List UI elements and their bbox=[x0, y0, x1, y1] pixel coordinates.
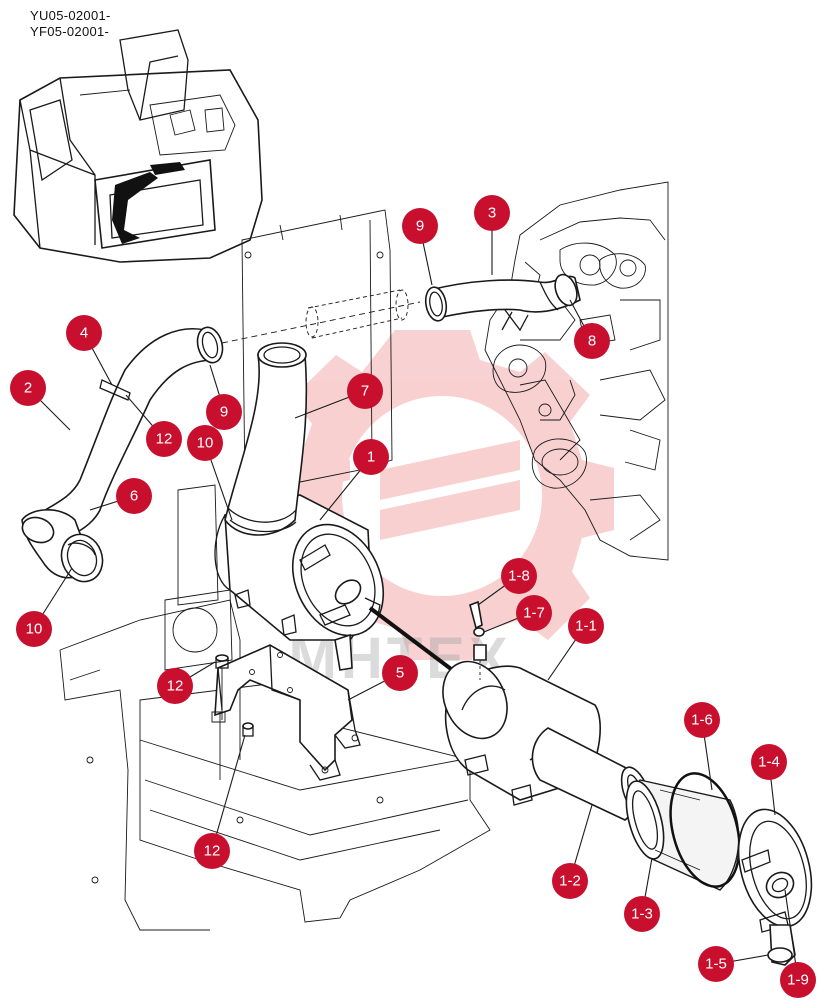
callout-12-bottom: 12 bbox=[194, 833, 230, 869]
callout-12-mid: 12 bbox=[157, 668, 193, 704]
svg-text:1-9: 1-9 bbox=[787, 972, 809, 989]
callout-10-bottom: 10 bbox=[16, 611, 52, 647]
callout-1-1: 1-1 bbox=[568, 608, 604, 644]
callout-3: 3 bbox=[474, 195, 510, 231]
svg-text:1-8: 1-8 bbox=[508, 568, 530, 585]
svg-text:12: 12 bbox=[167, 678, 184, 695]
bolt-12-lower bbox=[242, 722, 254, 737]
callout-5: 5 bbox=[382, 655, 418, 691]
explode-leader bbox=[368, 606, 457, 674]
intake-elbow bbox=[224, 342, 308, 536]
svg-text:10: 10 bbox=[197, 435, 214, 452]
svg-text:8: 8 bbox=[588, 333, 596, 350]
air-cleaner-assembly bbox=[214, 494, 385, 671]
svg-text:9: 9 bbox=[220, 404, 228, 421]
callout-9-mid: 9 bbox=[206, 394, 242, 430]
callout-10-top: 10 bbox=[187, 425, 223, 461]
svg-text:4: 4 bbox=[80, 325, 88, 342]
svg-text:10: 10 bbox=[26, 621, 43, 638]
svg-text:1-2: 1-2 bbox=[559, 873, 581, 890]
svg-text:1: 1 bbox=[367, 449, 375, 466]
callout-1-6: 1-6 bbox=[684, 702, 720, 738]
serial-number-1: YU05-02001- bbox=[30, 8, 111, 23]
callout-2: 2 bbox=[10, 370, 46, 406]
callout-1-4: 1-4 bbox=[751, 744, 787, 780]
intake-hose-left bbox=[21, 326, 224, 583]
svg-text:1-3: 1-3 bbox=[631, 906, 653, 923]
callout-6: 6 bbox=[116, 478, 152, 514]
svg-text:6: 6 bbox=[130, 488, 138, 505]
svg-text:1-1: 1-1 bbox=[575, 618, 597, 635]
svg-text:1-7: 1-7 bbox=[523, 605, 545, 622]
o-ring bbox=[669, 772, 741, 888]
air-cleaner-cover bbox=[737, 808, 813, 933]
svg-text:12: 12 bbox=[156, 431, 173, 448]
primary-element bbox=[625, 779, 740, 891]
svg-text:7: 7 bbox=[361, 383, 369, 400]
serial-number-2: YF05-02001- bbox=[30, 24, 110, 39]
callout-1-5: 1-5 bbox=[698, 946, 734, 982]
svg-text:9: 9 bbox=[416, 218, 424, 235]
svg-text:1-5: 1-5 bbox=[705, 956, 727, 973]
callout-4: 4 bbox=[66, 315, 102, 351]
frame-floor bbox=[59, 484, 491, 931]
callout-8: 8 bbox=[574, 323, 610, 359]
callout-1-7: 1-7 bbox=[516, 595, 552, 631]
excavator-overview bbox=[13, 29, 263, 263]
callout-12-top: 12 bbox=[146, 421, 182, 457]
callout-1-3: 1-3 bbox=[624, 896, 660, 932]
callout-1: 1 bbox=[353, 439, 389, 475]
intake-hose-engine bbox=[424, 273, 581, 332]
svg-text:12: 12 bbox=[204, 843, 221, 860]
svg-text:2: 2 bbox=[24, 380, 32, 397]
engine-assembly bbox=[484, 181, 669, 561]
callout-1-2: 1-2 bbox=[552, 863, 588, 899]
connector-pipe bbox=[221, 289, 421, 344]
svg-text:5: 5 bbox=[396, 665, 404, 682]
svg-text:1-6: 1-6 bbox=[691, 712, 713, 729]
callout-1-8: 1-8 bbox=[501, 558, 537, 594]
callout-1-9: 1-9 bbox=[780, 962, 816, 998]
bolt-12-upper bbox=[215, 654, 229, 720]
callout-9-top: 9 bbox=[402, 208, 438, 244]
air-cleaner-bracket bbox=[211, 644, 361, 781]
svg-text:1-4: 1-4 bbox=[758, 754, 780, 771]
svg-text:3: 3 bbox=[488, 205, 496, 222]
callout-7: 7 bbox=[347, 373, 383, 409]
